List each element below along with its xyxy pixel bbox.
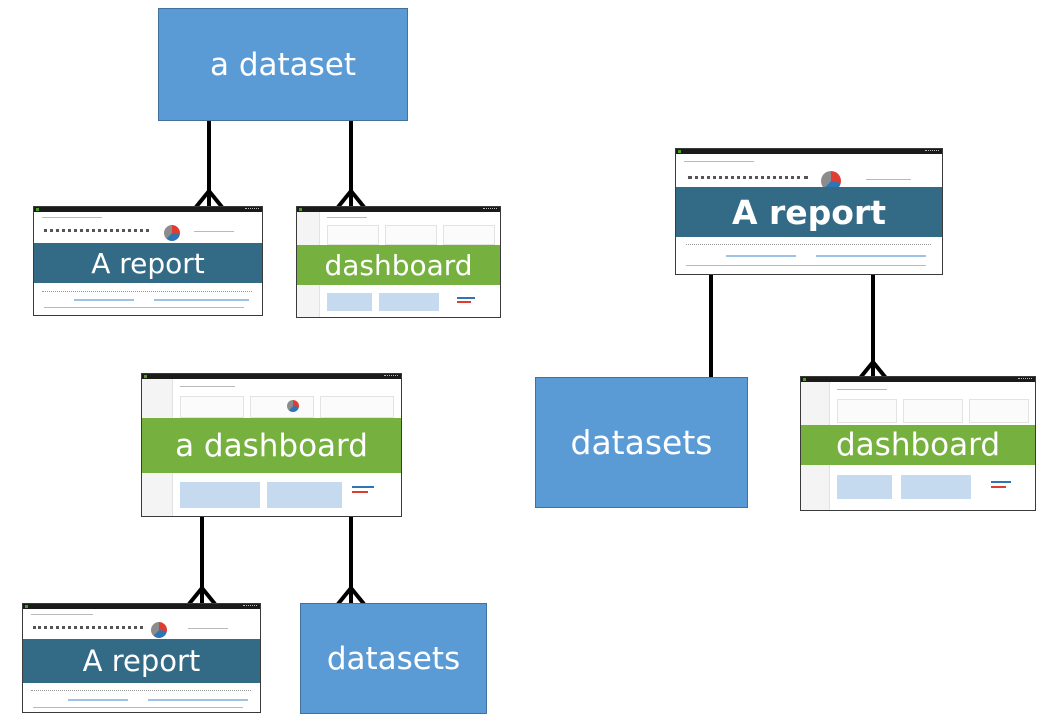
report-thumbnail: A report [22,603,261,713]
datasets-box: datasets [535,377,748,508]
datasets-label: datasets [326,640,461,677]
report-banner: A report [23,639,260,683]
report-banner: A report [676,187,942,237]
dataset-label: a dataset [209,46,357,83]
datasets-box: datasets [300,603,487,714]
dashboard-thumbnail: dashboard [800,376,1036,511]
dashboard-label: dashboard [324,248,473,282]
crows-foot-marker [194,187,224,209]
datasets-label: datasets [570,423,713,462]
dashboard-banner: dashboard [297,245,500,285]
crows-foot-marker [187,584,217,606]
report-thumbnail: A report [33,206,263,316]
report-label: A report [731,192,887,232]
dashboard-thumbnail: a dashboard [141,373,402,517]
report-label: A report [91,246,205,280]
report-label: A report [82,644,201,678]
dashboard-banner: a dashboard [142,418,401,473]
report-thumbnail: A report [675,148,943,275]
crows-foot-marker [336,187,366,209]
crows-foot-marker [336,584,366,606]
dashboard-banner: dashboard [801,425,1035,465]
report-banner: A report [34,243,262,283]
dashboard-label: dashboard [836,427,1000,463]
dashboard-thumbnail: dashboard [296,206,501,318]
dashboard-label: a dashboard [175,427,368,464]
dataset-box: a dataset [158,8,408,121]
